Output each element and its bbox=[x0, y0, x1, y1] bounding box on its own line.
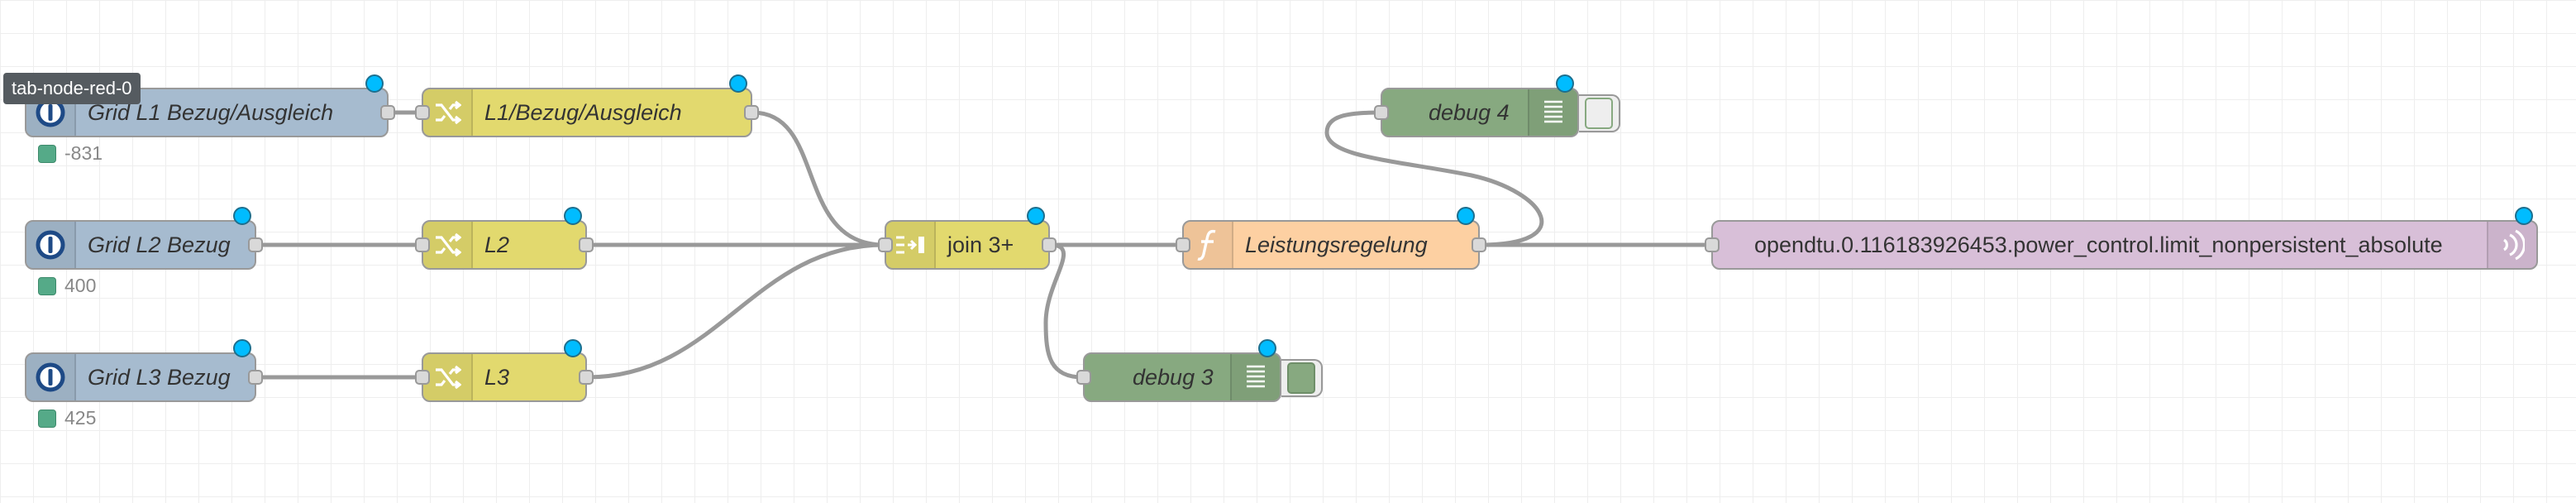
input-port[interactable] bbox=[1705, 237, 1720, 252]
debug-list-icon bbox=[1230, 354, 1280, 400]
changed-indicator bbox=[1258, 339, 1276, 357]
status-text: -831 bbox=[64, 142, 103, 164]
shuffle-icon bbox=[423, 354, 473, 400]
changed-indicator bbox=[1457, 207, 1475, 225]
node-label: L2 bbox=[484, 232, 510, 257]
input-port[interactable] bbox=[878, 237, 893, 252]
output-port[interactable] bbox=[380, 105, 395, 120]
node-change-l3[interactable]: L3 bbox=[415, 339, 594, 402]
node-label: debug 3 bbox=[1133, 365, 1214, 390]
changed-indicator bbox=[564, 207, 582, 225]
node-label: opendtu.0.116183926453.power_control.lim… bbox=[1754, 232, 2443, 257]
input-port[interactable] bbox=[1176, 237, 1190, 252]
status-text: 425 bbox=[64, 407, 97, 429]
node-function[interactable]: Leistungsregelung bbox=[1176, 207, 1486, 270]
output-port[interactable] bbox=[248, 237, 263, 252]
iobroker-input-icon bbox=[26, 354, 76, 400]
node-output-opendtu[interactable]: opendtu.0.116183926453.power_control.lim… bbox=[1705, 207, 2538, 270]
wire-join-to-debug3[interactable] bbox=[1043, 242, 1084, 380]
debug-4-toggle-button[interactable] bbox=[1579, 94, 1620, 132]
debug-3-toggle-button[interactable] bbox=[1281, 359, 1323, 397]
node-status-grid-l3: 425 bbox=[38, 407, 96, 429]
node-debug-3[interactable]: debug 3 bbox=[1076, 339, 1281, 402]
changed-indicator bbox=[2515, 207, 2533, 225]
input-port[interactable] bbox=[1374, 105, 1389, 120]
debug-toggle-indicator bbox=[1287, 362, 1315, 394]
node-label: L3 bbox=[484, 365, 510, 390]
input-port[interactable] bbox=[1076, 370, 1091, 385]
node-status-grid-l1: -831 bbox=[38, 142, 103, 165]
node-label: L1/Bezug/Ausgleich bbox=[484, 100, 682, 125]
input-port[interactable] bbox=[415, 370, 430, 385]
output-port[interactable] bbox=[1472, 237, 1486, 252]
node-change-l2[interactable]: L2 bbox=[415, 207, 594, 270]
status-dot bbox=[38, 144, 56, 163]
node-status-grid-l2: 400 bbox=[38, 275, 96, 297]
output-port[interactable] bbox=[248, 370, 263, 385]
output-port[interactable] bbox=[1042, 237, 1057, 252]
node-debug-4[interactable]: debug 4 bbox=[1374, 74, 1579, 137]
changed-indicator bbox=[233, 339, 251, 357]
wire-l1-to-join[interactable] bbox=[751, 110, 885, 247]
node-label: Grid L3 Bezug bbox=[88, 365, 231, 390]
node-tooltip: tab-node-red-0 bbox=[3, 73, 141, 104]
node-grid-l3[interactable]: Grid L3 Bezug bbox=[25, 339, 263, 402]
debug-toggle-indicator bbox=[1585, 98, 1613, 129]
function-icon bbox=[1184, 222, 1233, 268]
node-label: join 3+ bbox=[947, 232, 1014, 257]
changed-indicator bbox=[729, 74, 747, 93]
status-text: 400 bbox=[64, 275, 97, 296]
node-label: Grid L2 Bezug bbox=[88, 232, 231, 257]
status-dot bbox=[38, 276, 56, 295]
output-port[interactable] bbox=[744, 105, 759, 120]
input-port[interactable] bbox=[415, 237, 430, 252]
iobroker-input-icon bbox=[26, 222, 76, 268]
debug-list-icon bbox=[1528, 89, 1577, 136]
node-label: debug 4 bbox=[1429, 100, 1510, 125]
input-port[interactable] bbox=[415, 105, 430, 120]
changed-indicator bbox=[233, 207, 251, 225]
changed-indicator bbox=[1556, 74, 1574, 93]
changed-indicator bbox=[365, 74, 384, 93]
join-icon bbox=[886, 222, 936, 268]
wire-l3-to-join[interactable] bbox=[586, 242, 885, 380]
node-grid-l2[interactable]: Grid L2 Bezug bbox=[25, 207, 263, 270]
shuffle-icon bbox=[423, 222, 473, 268]
node-join[interactable]: join 3+ bbox=[878, 207, 1057, 270]
status-dot bbox=[38, 409, 56, 428]
node-label: Leistungsregelung bbox=[1245, 232, 1428, 257]
changed-indicator bbox=[1027, 207, 1045, 225]
changed-indicator bbox=[564, 339, 582, 357]
shuffle-icon bbox=[423, 89, 473, 136]
node-label: Grid L1 Bezug/Ausgleich bbox=[88, 100, 334, 125]
wire-function-to-debug4[interactable] bbox=[1324, 110, 1544, 247]
output-port[interactable] bbox=[579, 370, 594, 385]
output-port[interactable] bbox=[579, 237, 594, 252]
node-change-l1[interactable]: L1/Bezug/Ausgleich bbox=[415, 74, 759, 137]
broadcast-icon bbox=[2487, 222, 2536, 268]
